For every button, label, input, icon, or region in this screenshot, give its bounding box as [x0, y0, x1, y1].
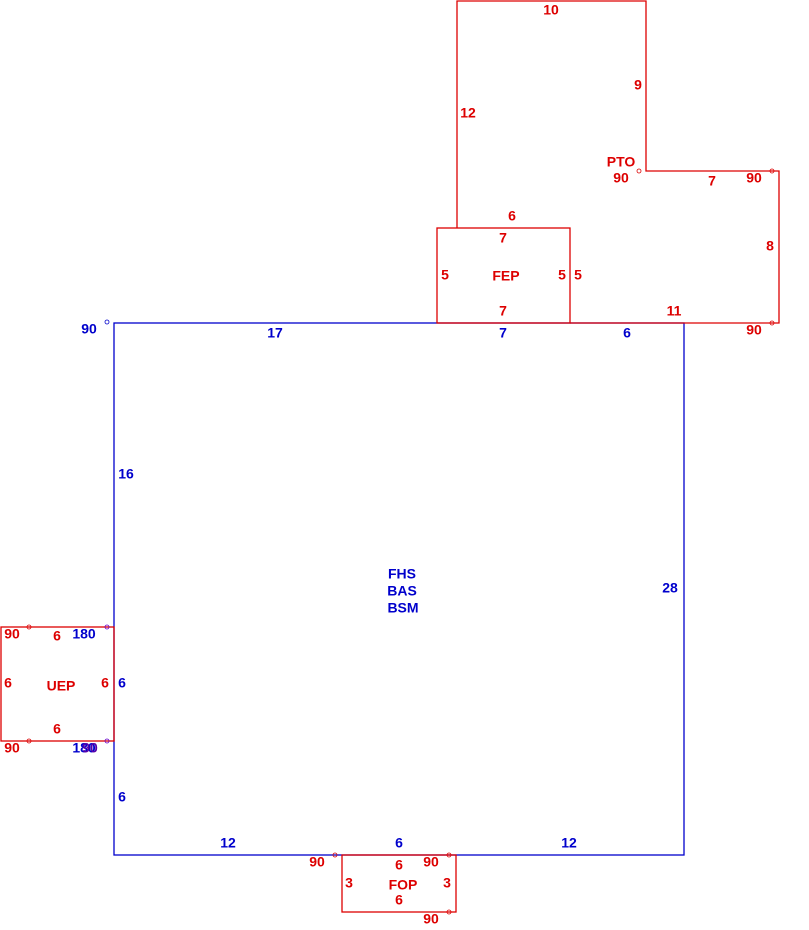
main-dim-bottom-mid: 6: [395, 835, 403, 851]
fep-dim-right-inner: 5: [558, 267, 566, 283]
main-code-fhs: FHS: [388, 566, 416, 582]
vertex-marker: [769, 168, 775, 174]
main-angle-top-left: 90: [81, 321, 97, 337]
vertex-marker: [332, 852, 338, 858]
fop-code-label: FOP: [389, 877, 418, 893]
uep-angle-bottom-left: 90: [4, 740, 20, 756]
main-angle-uep-top: 180: [72, 626, 96, 642]
uep-angle-top-left: 90: [4, 626, 20, 642]
main-code-bsm: BSM: [387, 600, 418, 616]
fop-dim-right: 3: [443, 875, 451, 891]
main-dim-top-right: 6: [623, 325, 631, 341]
fep-dim-bottom: 7: [499, 303, 507, 319]
pto-angle-step-corner: 90: [746, 170, 762, 186]
main-dim-top-mid: 7: [499, 325, 507, 341]
fop-dim-bottom: 6: [395, 892, 403, 908]
pto-dim-right-upper: 9: [634, 77, 642, 93]
vertex-marker: [26, 624, 32, 630]
pto-dim-step: 7: [708, 173, 716, 189]
main-dim-bottom-right: 12: [561, 835, 577, 851]
fep-dim-top-inner: 7: [499, 230, 507, 246]
fop-dim-left: 3: [345, 875, 353, 891]
main-dim-bottom-left: 12: [220, 835, 236, 851]
pto-dim-right-lower: 8: [766, 238, 774, 254]
fop-outline: [341, 854, 457, 913]
vertex-marker: [446, 909, 452, 915]
pto-dim-bottom: 11: [667, 303, 682, 319]
fop-angle-bottom-right: 90: [423, 911, 439, 927]
main-dim-left-mid: 6: [118, 675, 126, 691]
pto-dim-left: 12: [460, 105, 476, 121]
main-dim-left-upper: 16: [118, 466, 134, 482]
main-dim-left-lower: 6: [118, 789, 126, 805]
pto-angle-inner: 90: [613, 170, 629, 186]
uep-dim-top: 6: [53, 628, 61, 644]
fep-outline: [436, 227, 571, 324]
vertex-marker: [104, 738, 110, 744]
fep-dim-left: 5: [441, 267, 449, 283]
vertex-marker: [104, 624, 110, 630]
vertex-marker: [769, 320, 775, 326]
uep-angle-bottom-right-overlay: 90: [82, 740, 98, 756]
main-dim-top-left: 17: [267, 325, 283, 341]
uep-dim-left: 6: [4, 675, 12, 691]
uep-dim-bottom: 6: [53, 721, 61, 737]
fep-dim-right-outer: 5: [574, 267, 582, 283]
fop-angle-top-left: 90: [309, 854, 325, 870]
pto-outline: [456, 0, 780, 324]
fop-angle-top-right: 90: [423, 854, 439, 870]
fep-dim-top-outer: 6: [508, 208, 516, 224]
pto-code-label: PTO: [607, 154, 636, 170]
vertex-marker: [636, 168, 642, 174]
pto-dim-top: 10: [543, 2, 559, 18]
vertex-marker: [104, 319, 110, 325]
fep-code-label: FEP: [492, 268, 519, 284]
main-dim-right: 28: [662, 580, 678, 596]
uep-outline: [0, 626, 115, 742]
main-angle-uep-bottom: 180: [72, 740, 96, 756]
vertex-marker: [446, 852, 452, 858]
pto-angle-bottom-corner: 90: [746, 322, 762, 338]
uep-code-label: UEP: [47, 678, 76, 694]
main-code-bas: BAS: [387, 583, 417, 599]
fop-dim-top: 6: [395, 857, 403, 873]
uep-dim-right: 6: [101, 675, 109, 691]
vertex-marker: [26, 738, 32, 744]
